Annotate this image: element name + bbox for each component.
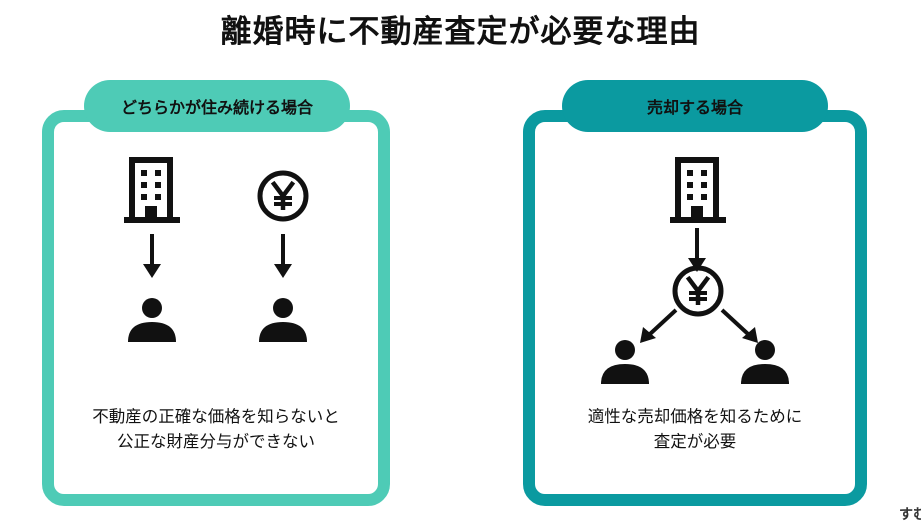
- page-title: 離婚時に不動産査定が必要な理由: [220, 14, 701, 50]
- yen-coin-icon: [260, 173, 306, 219]
- building-icon: [670, 160, 726, 223]
- right-panel: [523, 110, 867, 506]
- yen-coin-icon: [675, 268, 721, 314]
- corner-logo: すむ: [899, 507, 921, 523]
- person-icon: [259, 298, 307, 342]
- person-icon: [601, 340, 649, 384]
- left-panel: [42, 110, 390, 506]
- building-icon: [124, 160, 180, 223]
- arrow-down-left-icon: [640, 308, 678, 343]
- right-description-line-2: 査定が必要: [653, 432, 737, 451]
- left-description-line-1: 不動産の正確な価格を知らないと: [92, 407, 340, 426]
- arrow-down-icon: [141, 232, 163, 280]
- right-panel-description: 適性な売却価格を知るために 査定が必要: [536, 404, 854, 454]
- left-panel-heading: どちらかが住み続ける場合: [84, 80, 350, 132]
- arrow-down-right-icon: [720, 308, 758, 343]
- left-panel-description: 不動産の正確な価格を知らないと 公正な財産分与ができない: [56, 404, 376, 454]
- arrow-down-icon: [272, 232, 294, 280]
- person-icon: [128, 298, 176, 342]
- person-icon: [741, 340, 789, 384]
- arrow-down-icon: [686, 226, 708, 274]
- left-description-line-2: 公正な財産分与ができない: [117, 432, 315, 451]
- right-description-line-1: 適性な売却価格を知るために: [587, 407, 803, 426]
- right-panel-heading: 売却する場合: [562, 80, 828, 132]
